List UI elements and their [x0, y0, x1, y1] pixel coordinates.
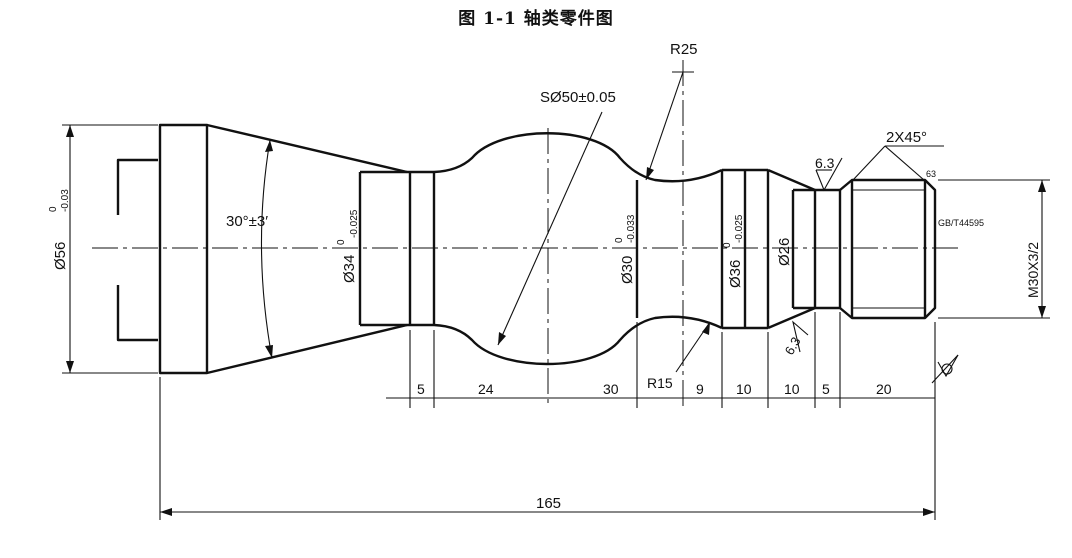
dim-angle: 30°±3′ [226, 139, 273, 359]
roughness-small-label: 63 [926, 169, 936, 179]
dia36-tol-lower: -0.025 [734, 214, 745, 243]
dim-dia26: Ø26 [776, 238, 793, 266]
roughness-symbol-bottom: 6.3 [782, 320, 809, 358]
dim-dia56: Ø56 0 -0.03 [48, 124, 158, 374]
dim-sphere: SØ50±0.05 [497, 89, 616, 346]
dim-r25: R25 [645, 41, 698, 181]
chamfer-label: 2X45° [886, 129, 927, 146]
dia36-label: Ø36 [727, 260, 744, 288]
general-roughness-mark [931, 354, 959, 384]
length-24-label: 24 [478, 381, 494, 397]
cone-section [206, 123, 408, 375]
r15-label: R15 [647, 375, 673, 391]
length-20-label: 20 [876, 381, 892, 397]
dia30-label: Ø30 [619, 256, 636, 284]
dia36-tol-upper: 0 [722, 242, 733, 248]
dim-chamfer: 2X45° [852, 129, 944, 181]
angle-label: 30°±3′ [226, 213, 268, 230]
dim-dia36: Ø36 0 -0.025 [722, 214, 745, 288]
thread-section [839, 178, 937, 320]
dim-dia30: Ø30 0 -0.033 [614, 214, 637, 284]
dia56-tol-upper: 0 [48, 206, 59, 212]
thread-std-label: GB/T44595 [938, 218, 984, 228]
dia34-label: Ø34 [341, 255, 358, 283]
sphere-section [433, 128, 723, 408]
roughness-symbol-top: 6.3 [815, 155, 843, 192]
dim-overall-length: 165 [160, 495, 935, 516]
length-9-label: 9 [696, 381, 704, 397]
sphere-label: SØ50±0.05 [540, 89, 616, 106]
dim-thread: M30X3/2 [938, 179, 1050, 319]
length-dimension-row: 5 24 30 9 10 10 5 20 [159, 312, 936, 520]
roughness-top-label: 6.3 [815, 155, 835, 171]
roughness-bottom-label: 6.3 [782, 334, 804, 357]
dia56-label: Ø56 [52, 242, 69, 270]
dia30-tol-upper: 0 [614, 237, 625, 243]
length-165-label: 165 [536, 495, 561, 512]
dia30-dia36-section [635, 60, 770, 410]
thread-label: M30X3/2 [1025, 242, 1041, 298]
dia30-tol-lower: -0.033 [626, 214, 637, 243]
dia56-tol-lower: -0.03 [60, 189, 71, 212]
flange-block [116, 123, 209, 375]
length-10a-label: 10 [736, 381, 752, 397]
dim-dia34: Ø34 0 -0.025 [336, 209, 360, 283]
length-30-label: 30 [603, 381, 619, 397]
dia26-label: Ø26 [776, 238, 793, 266]
dia34-tol-upper: 0 [336, 239, 347, 245]
length-5b-label: 5 [822, 381, 830, 397]
r25-label: R25 [670, 41, 698, 58]
dia34-tol-lower: -0.025 [349, 209, 360, 238]
length-10b-label: 10 [784, 381, 800, 397]
dia34-step [358, 170, 436, 327]
length-5a-label: 5 [417, 381, 425, 397]
dim-r15: R15 [647, 321, 711, 391]
taper-groove-section [767, 168, 842, 330]
drawing-title: 图 1-1 轴类零件图 [458, 9, 614, 29]
